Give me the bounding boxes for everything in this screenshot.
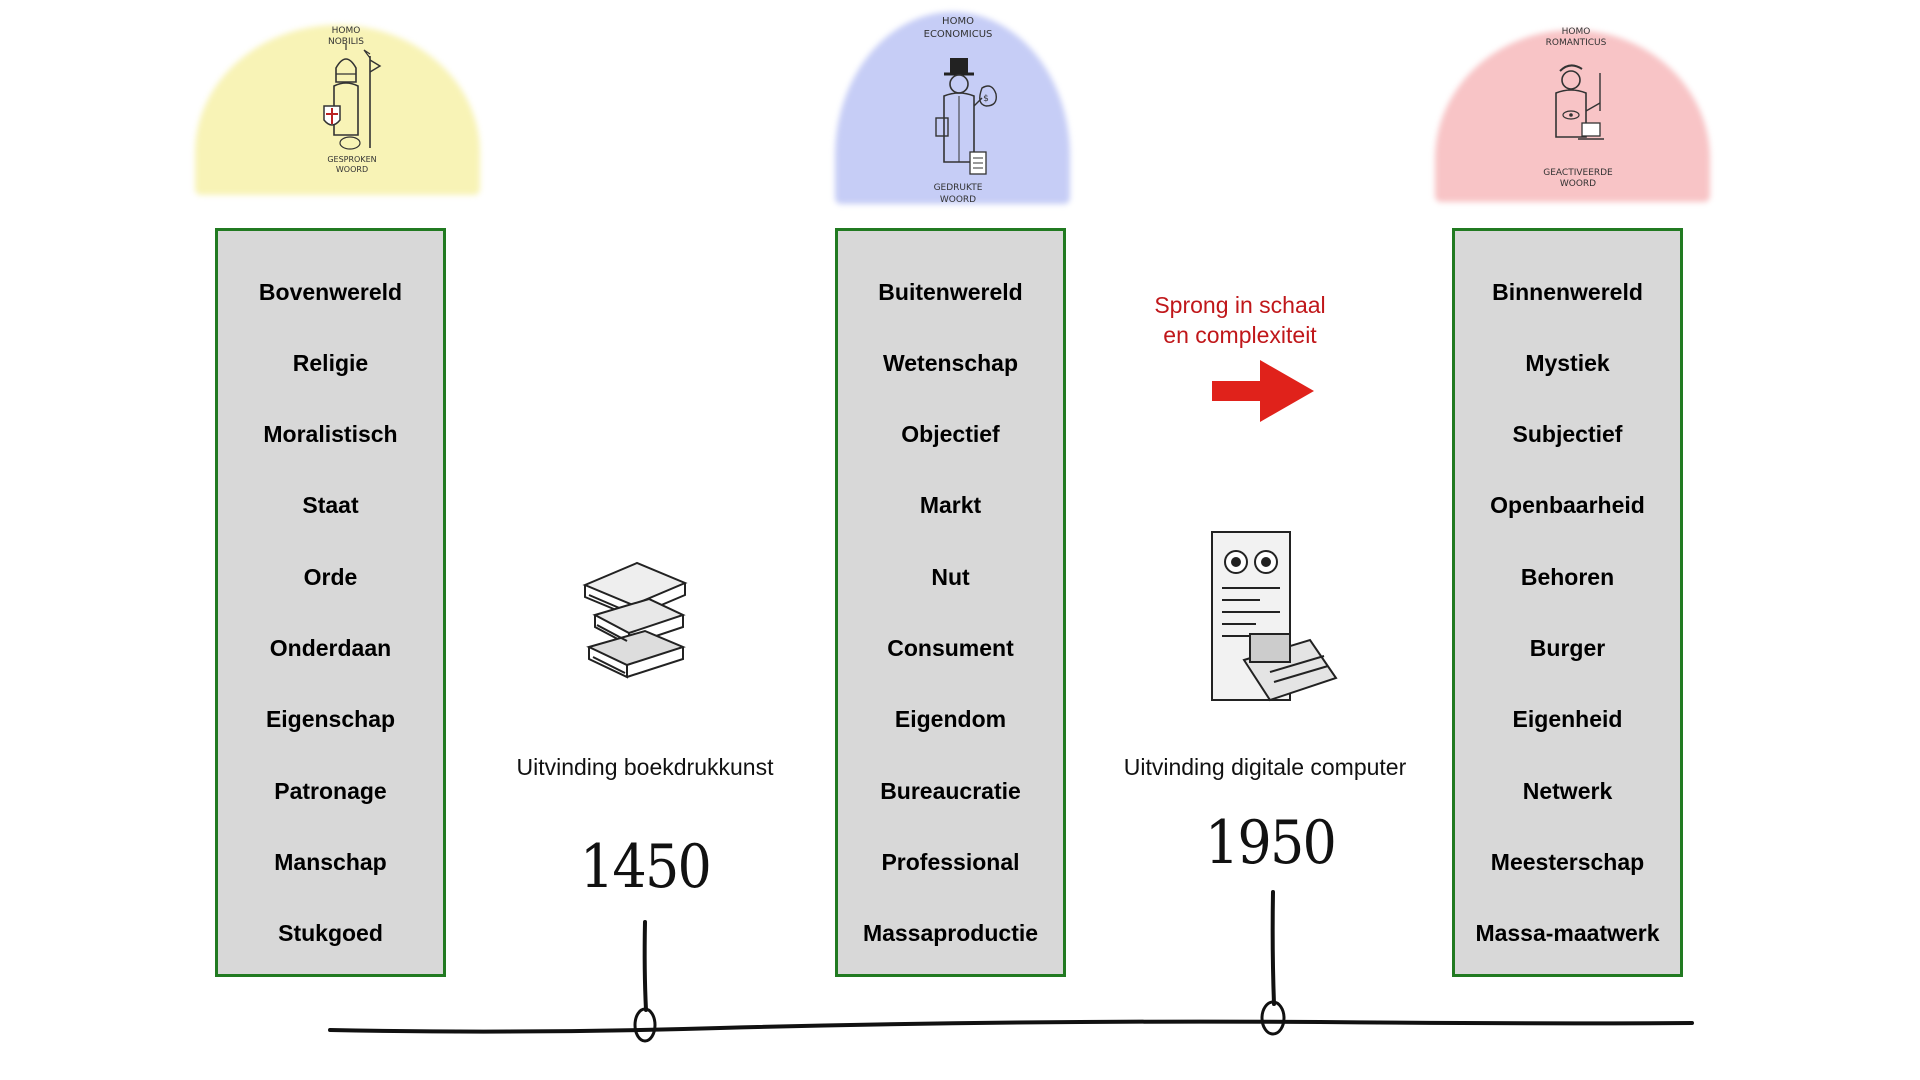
column-item: Bureaucratie — [880, 778, 1021, 804]
svg-text:$: $ — [983, 94, 989, 104]
computer-icon — [1211, 531, 1338, 702]
column-item: Wetenschap — [882, 350, 1019, 376]
column-item: Eigendom — [894, 706, 1007, 732]
column-item: Subjectief — [1512, 421, 1623, 447]
column-item: Markt — [919, 492, 982, 518]
column-item: Behoren — [1520, 564, 1615, 590]
column-item: Professional — [881, 849, 1020, 875]
column-item: Religie — [292, 350, 369, 376]
figure-middle-top-label-2: ECONOMICUS — [924, 29, 993, 40]
column-item: Eigenheid — [1512, 706, 1623, 732]
column-item: Bovenwereld — [258, 279, 403, 305]
column-item: Patronage — [274, 778, 387, 804]
timeline — [328, 890, 1694, 1043]
column-item: Massa-maatwerk — [1475, 920, 1660, 946]
column-item: Objectief — [901, 421, 1000, 447]
homo-nobilis-figure: HOMO NOBILIS GESPROKEN WOORD — [323, 26, 382, 174]
note-line-2: en complexiteit — [1163, 322, 1317, 348]
figure-right-bottom-label-1: GEACTIVEERDE — [1543, 168, 1613, 178]
column-item: Eigenschap — [265, 706, 396, 732]
caption-printing-press: Uitvinding boekdrukkunst — [516, 754, 774, 780]
books-icon — [582, 561, 688, 679]
column-item: Netwerk — [1522, 778, 1613, 804]
column-item: Nut — [931, 564, 970, 590]
figure-middle-bottom-label-1: GEDRUKTE — [934, 183, 983, 193]
column-item: Staat — [302, 492, 359, 518]
figure-right-top-label-1: HOMO — [1562, 27, 1591, 37]
column-item: Meesterschap — [1490, 849, 1645, 875]
arrow-right-icon — [1212, 360, 1314, 422]
note-line-1: Sprong in schaal — [1154, 292, 1326, 318]
figure-right-bottom-label-2: WOORD — [1560, 179, 1596, 189]
column-item: Mystiek — [1525, 350, 1610, 376]
caption-digital-computer: Uitvinding digitale computer — [1123, 754, 1407, 780]
figure-left-top-label-1: HOMO — [332, 26, 361, 36]
figure-left-bottom-label-1: GESPROKEN — [327, 155, 376, 164]
figure-left-bottom-label-2: WOORD — [336, 165, 368, 174]
column-item: Massaproductie — [862, 920, 1039, 946]
column-item: Onderdaan — [269, 635, 392, 661]
figure-middle-bottom-label-2: WOORD — [940, 195, 976, 205]
year-1950: 1950 — [1204, 808, 1337, 878]
column-item: Consument — [887, 635, 1014, 661]
column-homo-romanticus: Binnenwereld Mystiek Subjectief Openbaar… — [1452, 228, 1683, 977]
column-item: Orde — [303, 564, 358, 590]
column-item: Moralistisch — [263, 421, 398, 447]
column-item: Openbaarheid — [1490, 492, 1645, 518]
year-1450: 1450 — [579, 832, 712, 902]
column-item: Buitenwereld — [878, 279, 1023, 305]
homo-romanticus-figure: HOMO ROMANTICUS GEACTIVEERDE WOORD — [1543, 27, 1613, 189]
figure-left-top-label-2: NOBILIS — [328, 37, 364, 47]
homo-economicus-figure: HOMO ECONOMICUS $ GEDRUKTE WOORD — [924, 16, 997, 205]
figure-middle-top-label-1: HOMO — [942, 16, 974, 27]
column-item: Burger — [1529, 635, 1606, 661]
figure-right-top-label-2: ROMANTICUS — [1546, 38, 1607, 48]
column-item: Binnenwereld — [1492, 279, 1643, 305]
column-homo-economicus: Buitenwereld Wetenschap Objectief Markt … — [835, 228, 1066, 977]
column-item: Stukgoed — [278, 920, 383, 946]
column-homo-nobilis: Bovenwereld Religie Moralistisch Staat O… — [215, 228, 446, 977]
note-scale-jump: Sprong in schaal en complexiteit — [1120, 290, 1360, 350]
column-item: Manschap — [274, 849, 387, 875]
